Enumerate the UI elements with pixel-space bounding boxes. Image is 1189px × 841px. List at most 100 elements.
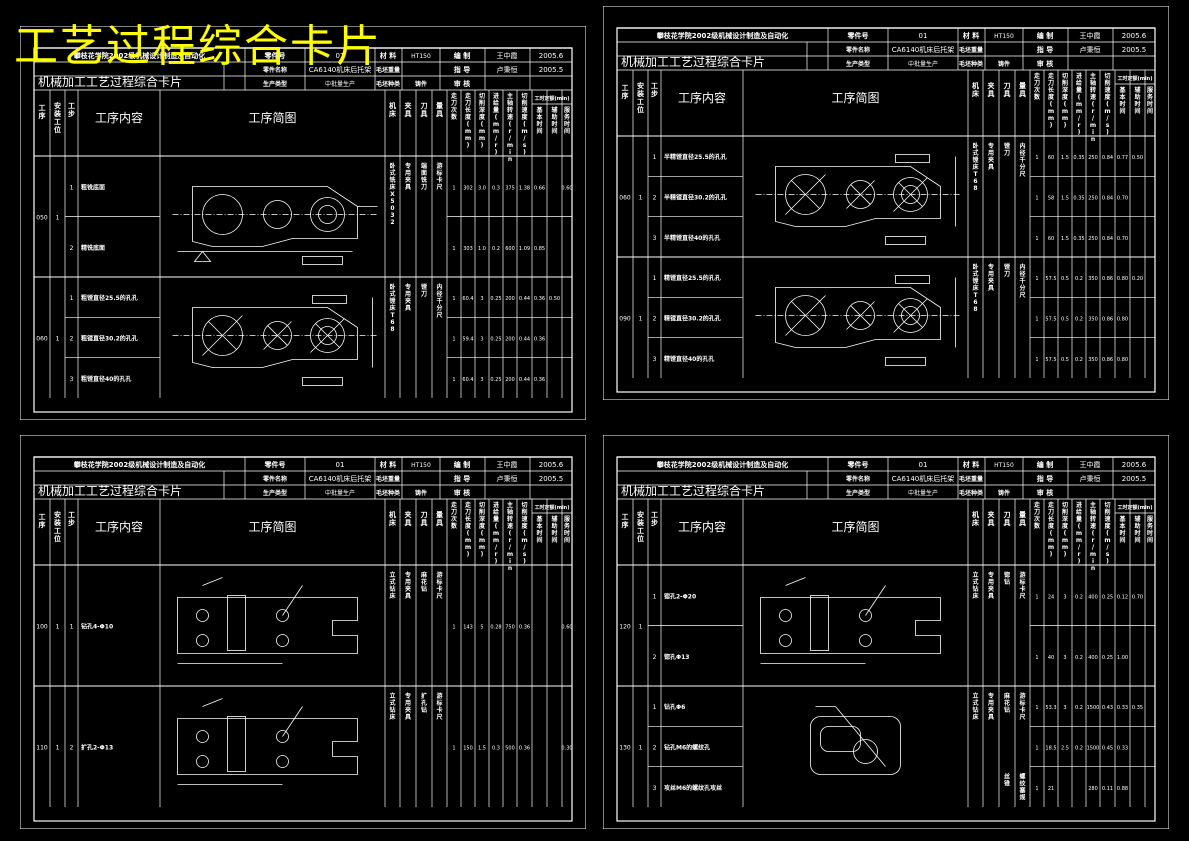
step-value: 0.3 — [492, 746, 500, 752]
blank-weight-label: 毛坯重量 — [376, 475, 400, 483]
install-no: 1 — [56, 745, 60, 752]
step-measuring: 游标卡尺 — [435, 692, 442, 721]
col-sketch: 工序简图 — [831, 90, 879, 105]
step-value: 1 — [1035, 655, 1038, 661]
material-label: 材 料 — [962, 31, 979, 40]
step-tool: 麻花钻 — [1003, 692, 1011, 714]
step-value: 18.5 — [1045, 746, 1056, 752]
step-value: 250 — [1088, 236, 1098, 242]
step-value: 1.5 — [1061, 155, 1069, 161]
step-fixture: 专用夹具 — [987, 263, 994, 292]
part-name: CA6140机床后托架 — [309, 65, 372, 74]
process-sketch-boring — [172, 295, 378, 386]
step-value: 0.25 — [1102, 594, 1113, 600]
step-tool: 镗刀 — [1004, 263, 1010, 278]
col-sketch: 工序简图 — [248, 519, 296, 534]
checker: 卢秉恒 — [1080, 45, 1101, 54]
step-value: 0.2 — [1075, 594, 1083, 600]
process-no: 060 — [619, 195, 631, 202]
step-value: 1 — [1035, 155, 1038, 161]
step-measuring: 游标卡尺 — [435, 571, 442, 600]
step-value: 1 — [452, 625, 455, 631]
step-value: 0.60 — [561, 625, 572, 631]
drawn-by: 王中霞 — [1080, 31, 1101, 40]
col-tool: 刀具 — [1003, 511, 1011, 527]
step-measuring: 游标卡尺 — [1018, 692, 1025, 721]
step-value: 0.5 — [1061, 276, 1069, 282]
col-passes: 走刀次数 — [1034, 72, 1041, 101]
step-tool: 端面铣刀 — [421, 162, 427, 191]
step-no: 2 — [70, 336, 74, 343]
step-no: 2 — [653, 654, 657, 661]
step-value: 0.88 — [1117, 786, 1128, 792]
step-value: 0.66 — [534, 185, 545, 191]
step-value: 0.85 — [534, 246, 545, 252]
step-tool: 扩孔钻 — [421, 692, 427, 714]
step-value: 303 — [463, 246, 473, 252]
step-value: 1 — [1035, 746, 1038, 752]
step-tool: 镗刀 — [1004, 142, 1010, 157]
step-value: 0.35 — [1073, 155, 1084, 161]
step-value: 1.38 — [519, 185, 530, 191]
col-measuring: 量具 — [1018, 81, 1026, 98]
step-value: 1.00 — [1117, 655, 1128, 661]
step-content: 攻丝M6的螺纹孔攻丝 — [664, 784, 722, 792]
col-service-time: 服务时间 — [1147, 86, 1154, 115]
col-machine: 机床 — [389, 510, 397, 527]
step-fixture: 专用夹具 — [987, 692, 994, 721]
part-no: 01 — [336, 461, 345, 469]
col-time-group: 工时定额(min) — [1117, 504, 1152, 511]
col-sketch: 工序简图 — [248, 110, 296, 125]
step-value: 0.36 — [519, 746, 530, 752]
step-value: 0.80 — [1117, 317, 1128, 323]
check-label: 指 导 — [1037, 474, 1053, 483]
step-content: 锪孔Φ13 — [664, 653, 689, 661]
casting-label: 铸件 — [998, 60, 1010, 68]
step-value: 1 — [1035, 357, 1038, 363]
col-process-no: 工序 — [38, 104, 46, 120]
process-sketch-drill — [760, 577, 941, 664]
drawn-by: 王中霞 — [1080, 460, 1101, 469]
step-measuring: 内径千分尺 — [1019, 142, 1025, 178]
step-value: 1 — [1035, 786, 1038, 792]
step-content: 精镗直径40的孔孔 — [664, 355, 714, 363]
casting-label: 铸件 — [415, 489, 427, 497]
step-value: 24 — [1048, 594, 1054, 600]
blank-type-label: 毛坯种类 — [376, 80, 401, 88]
col-basic-time: 基本时间 — [535, 106, 543, 135]
step-value: 59.4 — [462, 337, 473, 343]
date-2: 2005.5 — [1122, 475, 1147, 483]
col-step: 工步 — [651, 82, 658, 98]
drawn-by: 王中霞 — [497, 51, 518, 60]
step-no: 3 — [70, 376, 74, 383]
step-value: 40 — [1048, 655, 1054, 661]
col-basic-time: 基本时间 — [1118, 515, 1126, 544]
install-no: 1 — [639, 316, 643, 323]
step-value: 1 — [452, 185, 455, 191]
material: HT150 — [994, 462, 1014, 469]
col-step: 工步 — [68, 511, 75, 527]
col-basic-time: 基本时间 — [535, 515, 543, 544]
step-value: 2.5 — [1061, 746, 1069, 752]
step-content: 半精镗直径25.5的孔孔 — [664, 153, 727, 161]
step-value: 0.2 — [1075, 655, 1083, 661]
step-value: 350 — [1088, 317, 1098, 323]
part-no: 01 — [336, 52, 345, 60]
step-value: 1 — [452, 746, 455, 752]
col-install: 安装工位 — [53, 510, 61, 543]
col-service-time: 服务时间 — [1147, 515, 1154, 544]
col-time-group: 工时定额(min) — [1117, 75, 1152, 82]
step-value: 200 — [505, 337, 515, 343]
blank-weight-label: 毛坯重量 — [959, 475, 983, 483]
date-2: 2005.5 — [539, 66, 564, 74]
casting-label: 铸件 — [998, 489, 1010, 497]
